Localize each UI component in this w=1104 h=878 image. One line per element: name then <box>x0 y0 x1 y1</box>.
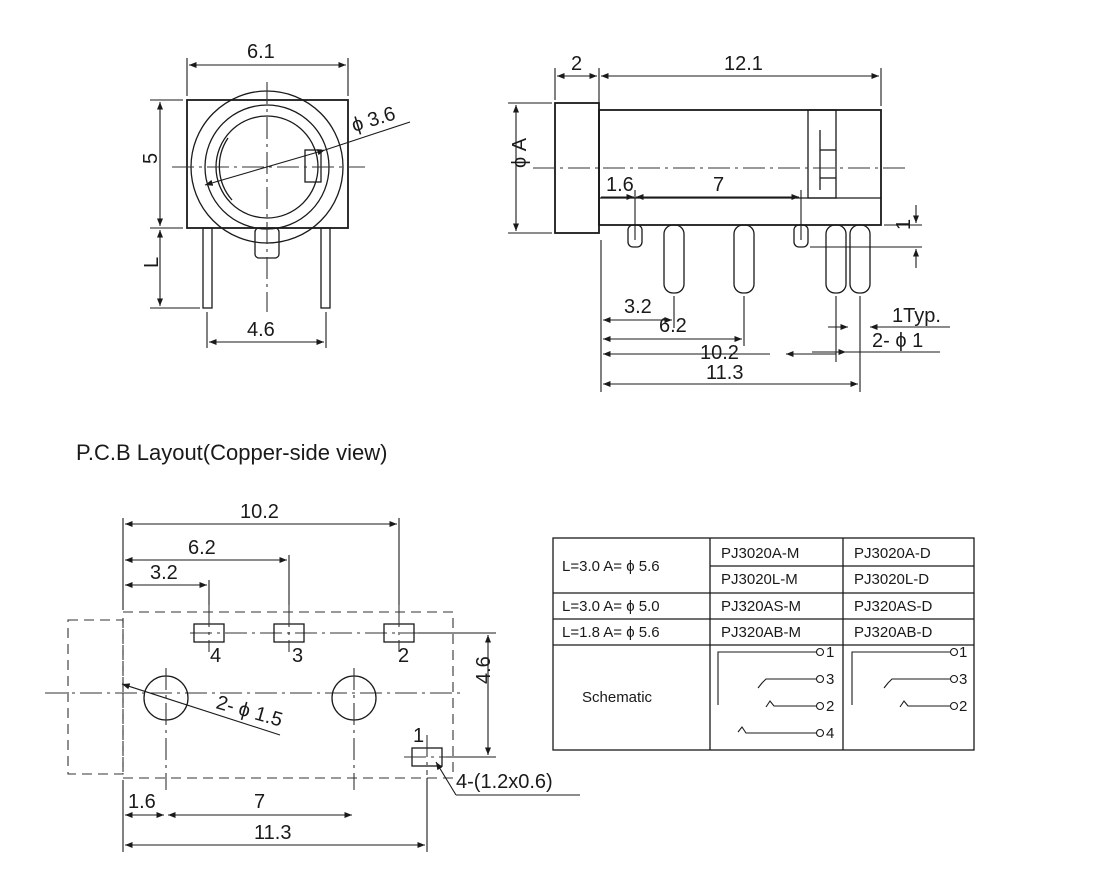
front-diameter-label: ϕ 3.6 <box>349 103 398 137</box>
table-d-3: PJ320AS-D <box>854 598 933 615</box>
pcb-d-10-2-label: 10.2 <box>240 501 279 523</box>
table-m-4: PJ320AB-M <box>721 624 801 641</box>
schem-m-pin-3: 3 <box>826 671 834 688</box>
table-spec-4: L=1.8 A= ϕ 5.6 <box>562 624 660 641</box>
table-schematic-label: Schematic <box>582 689 653 706</box>
front-pin-left <box>202 227 213 309</box>
front-view: 6.1 5 L 4.6 ϕ 3.6 <box>140 41 411 348</box>
side-d-1-6-label: 1.6 <box>606 174 634 196</box>
front-width-label: 6.1 <box>247 41 275 63</box>
table-d-2: PJ3020L-D <box>854 571 929 588</box>
side-d-1-label: 1 <box>893 219 915 230</box>
side-d-6-2-label: 6.2 <box>659 315 687 337</box>
pcb-d-1-6-label: 1.6 <box>128 791 156 813</box>
table-spec-3: L=3.0 A= ϕ 5.0 <box>562 598 660 615</box>
pcb-pin-label-4: 4 <box>210 645 221 667</box>
schem-d-pin-1: 1 <box>959 644 967 661</box>
pcb-d-3-2-label: 3.2 <box>150 562 178 584</box>
pcb-pad-size-label: 4-(1.2x0.6) <box>456 771 553 793</box>
side-typ-label: 1Typ. <box>892 305 941 327</box>
variant-table: L=3.0 A= ϕ 5.6 PJ3020A-M PJ3020A-D PJ302… <box>552 537 975 751</box>
table-m-2: PJ3020L-M <box>721 571 798 588</box>
side-flange-label: 2 <box>571 53 582 75</box>
side-latch-window <box>807 109 837 199</box>
front-pin-right <box>320 227 331 309</box>
front-height-label: 5 <box>140 153 162 164</box>
pcb-title: P.C.B Layout(Copper-side view) <box>76 440 387 465</box>
side-d-11-3-label: 11.3 <box>706 362 743 384</box>
schem-m-pin-4: 4 <box>826 725 834 742</box>
schem-m-pin-1: 1 <box>826 644 834 661</box>
side-d-7-label: 7 <box>713 174 724 196</box>
side-view: 2 12.1 ϕ A 1.6 7 1 3.2 6.2 <box>508 53 950 392</box>
schem-d-pin-2: 2 <box>959 698 967 715</box>
schematic-m: 1 3 2 4 <box>717 644 834 742</box>
front-pin-spacing-label: 4.6 <box>247 319 275 341</box>
side-diameter-label: ϕ A <box>509 137 531 168</box>
side-holes-label: 2- ϕ 1 <box>872 330 923 352</box>
side-length-label: 12.1 <box>724 53 763 75</box>
side-d-3-2-label: 3.2 <box>624 296 652 318</box>
pcb-d-11-3-label: 11.3 <box>254 822 291 844</box>
schem-m-pin-2: 2 <box>826 698 834 715</box>
pcb-d-4-6-label: 4.6 <box>473 656 495 684</box>
table-m-3: PJ320AS-M <box>721 598 801 615</box>
schem-d-pin-3: 3 <box>959 671 967 688</box>
table-d-4: PJ320AB-D <box>854 624 933 641</box>
pcb-pin-label-1: 1 <box>413 725 424 747</box>
pcb-pin-label-2: 2 <box>398 645 409 667</box>
pcb-layout: 4 3 2 1 2- ϕ 1.5 10.2 6.2 3.2 4.6 4-(1.2… <box>45 501 580 852</box>
table-d-1: PJ3020A-D <box>854 545 931 562</box>
table-m-1: PJ3020A-M <box>721 545 799 562</box>
table-spec-1: L=3.0 A= ϕ 5.6 <box>562 558 660 575</box>
pcb-pin-label-3: 3 <box>292 645 303 667</box>
side-d-10-2-label: 10.2 <box>700 342 739 364</box>
front-pin-length-label: L <box>141 257 163 268</box>
schematic-d: 1 3 2 <box>851 644 967 715</box>
pcb-flange-outline <box>67 619 124 775</box>
pcb-body-outline <box>122 611 454 779</box>
pcb-d-7-label: 7 <box>254 791 265 813</box>
pcb-d-6-2-label: 6.2 <box>188 537 216 559</box>
